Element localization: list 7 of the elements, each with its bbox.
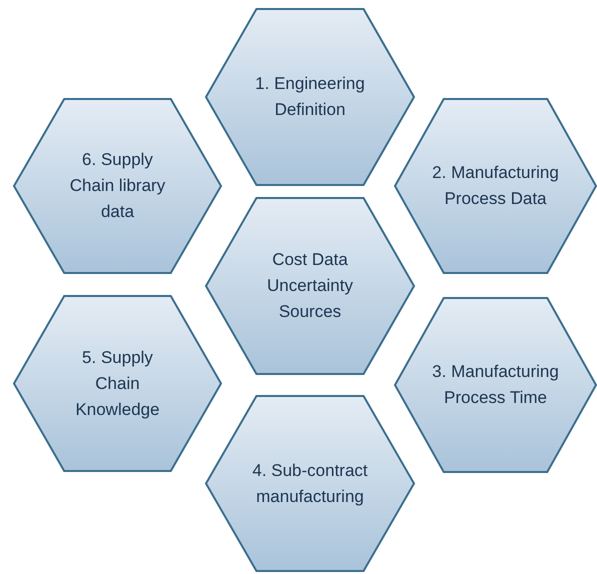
- hexagon-label: 5. Supply Chain Knowledge: [74, 346, 161, 420]
- hexagon-label: 4. Sub-contract manufacturing: [251, 460, 369, 508]
- hexagon-label: 1. Engineering Definition: [255, 73, 365, 121]
- hexagon-label: 3. Manufacturing Process Time: [431, 361, 560, 409]
- hexagon-label: 2. Manufacturing Process Data: [431, 162, 560, 210]
- hexagon-label: Cost Data Uncertainty Sources: [266, 249, 354, 323]
- hexagon-label: 6. Supply Chain library data: [68, 149, 166, 223]
